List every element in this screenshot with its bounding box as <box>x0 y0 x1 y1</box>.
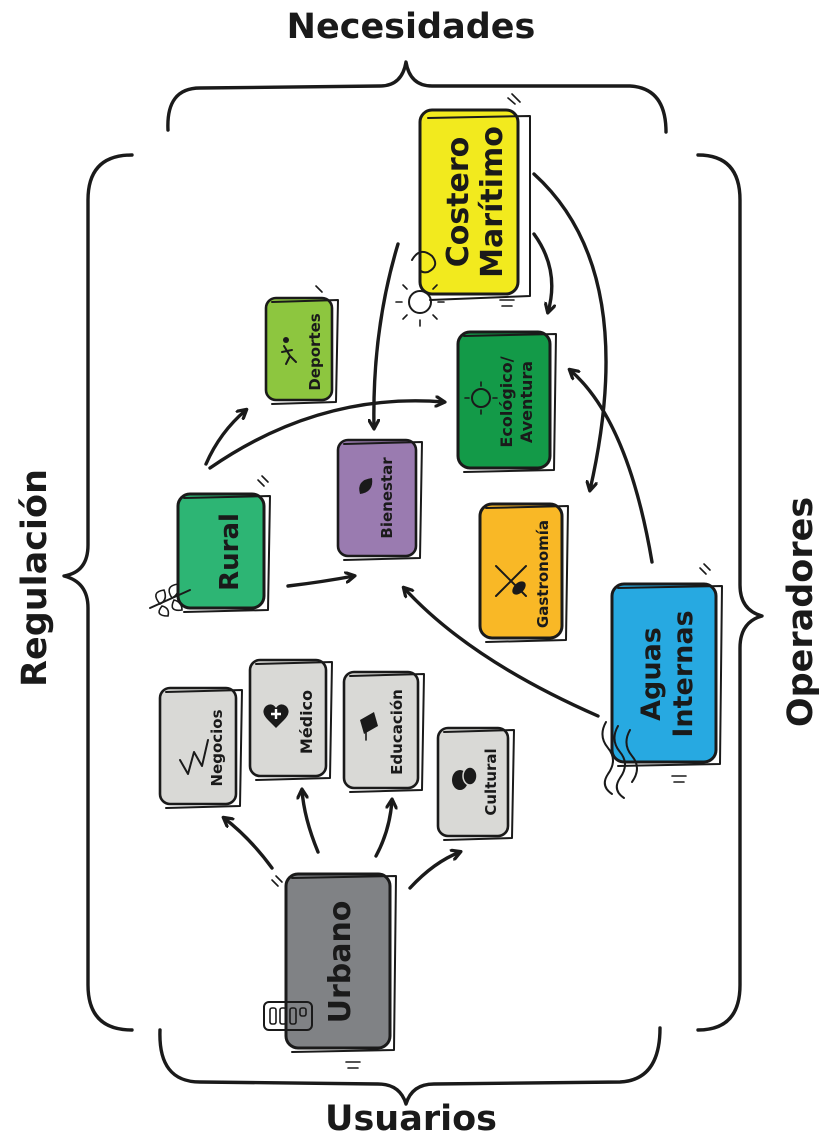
aguas-label-line1: Aguas <box>636 627 667 721</box>
arrow-rural-to-ecologico <box>208 401 444 470</box>
compass-icon <box>464 381 498 415</box>
brace-right <box>696 153 764 1032</box>
brace-top <box>166 60 668 134</box>
node-ecologico-aventura: Ecológico/ Aventura <box>456 330 557 473</box>
node-medico: Médico <box>248 658 333 781</box>
arrow-rural-to-deportes <box>204 410 246 466</box>
arrow-urbano-to-cultural <box>408 852 460 890</box>
arrow-aguas-to-ecologico <box>570 370 654 564</box>
node-negocios: Negocios <box>158 686 243 809</box>
theater-masks-icon <box>452 766 478 790</box>
cultural-label: Cultural <box>482 748 500 815</box>
negocios-label: Negocios <box>208 709 226 786</box>
deportes-label: Deportes <box>306 313 324 390</box>
arrow-urbano-to-educacion <box>374 800 392 858</box>
brace-left <box>62 153 134 1032</box>
node-cultural: Cultural <box>436 726 515 841</box>
urbano-label: Urbano <box>323 901 358 1024</box>
ecologico-label-line2: Aventura <box>517 361 536 443</box>
leaf-icon <box>359 478 373 494</box>
sun-wave-icon <box>395 250 445 327</box>
costero-label-line2: Marítimo <box>475 126 510 278</box>
arrow-rural-to-bienestar <box>286 576 354 588</box>
node-urbano: Urbano <box>271 872 397 1069</box>
gastronomia-label: Gastronomía <box>534 520 552 628</box>
label-regulacion: Regulación <box>15 469 55 687</box>
label-operadores: Operadores <box>781 497 821 727</box>
city-building-icon <box>263 1001 313 1031</box>
arrow-aguas-to-bienestar <box>404 588 600 718</box>
waves-icon <box>601 721 638 799</box>
ecologico-label-line1: Ecológico/ <box>497 356 516 447</box>
chart-trend-icon <box>179 739 209 775</box>
bienestar-label: Bienestar <box>378 457 396 539</box>
heart-cross-icon <box>263 704 289 728</box>
wheat-icon <box>149 583 191 617</box>
graduation-cap-icon <box>360 712 378 741</box>
aguas-label-line2: Internas <box>668 610 699 737</box>
node-deportes: Deportes <box>264 285 339 405</box>
arrow-costero-to-gastronomia <box>532 172 608 490</box>
node-costero-maritimo: Costero Marítimo <box>418 93 531 307</box>
arrow-costero-to-ecologico <box>532 232 552 312</box>
arrows <box>204 172 654 890</box>
medico-label: Médico <box>297 690 316 754</box>
runner-icon <box>281 337 297 365</box>
educacion-label: Educación <box>388 689 406 775</box>
costero-label-line1: Costero <box>441 137 476 268</box>
rural-label: Rural <box>215 513 245 591</box>
arrow-urbano-to-medico <box>302 790 320 854</box>
node-aguas-internas: Aguas Internas <box>610 563 723 783</box>
fork-knife-icon <box>495 565 527 597</box>
label-necesidades: Necesidades <box>287 7 536 47</box>
node-rural: Rural <box>176 475 271 613</box>
node-gastronomia: Gastronomía <box>478 502 569 643</box>
arrow-urbano-to-negocios <box>224 818 274 870</box>
brace-bottom <box>158 1026 662 1106</box>
label-usuarios: Usuarios <box>325 1099 497 1139</box>
node-bienestar: Bienestar <box>336 438 423 561</box>
node-educacion: Educación <box>342 670 425 793</box>
